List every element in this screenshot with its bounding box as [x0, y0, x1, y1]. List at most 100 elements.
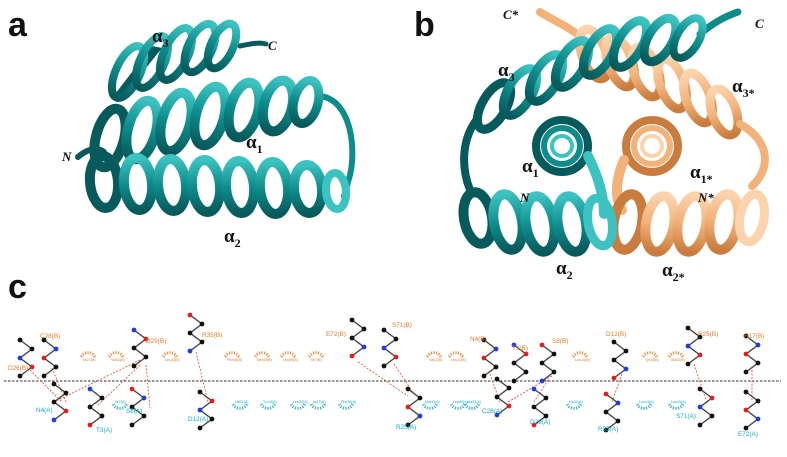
residue-top: R25(B): [685, 325, 718, 367]
hydrophobic-label: Leu33(B): [165, 358, 180, 362]
residue-label: T3(B): [512, 345, 528, 352]
label-a-alpha1: α1: [246, 132, 263, 156]
hydrophobic-label: Ile7(A): [115, 400, 126, 404]
residue-bottom: N4(A): [36, 381, 69, 423]
hydrophobic-contact: Ile27(B): [79, 351, 97, 362]
label-b-alpha3: α3: [498, 60, 515, 84]
panel-letter-a: a: [8, 6, 28, 44]
hydrophobic-contact: Phe36(A): [337, 400, 356, 410]
residue-label: R25(B): [698, 331, 718, 338]
hydrophobic-label: Met40(A): [425, 400, 440, 404]
hydrogen-bond: [693, 363, 707, 401]
residue-bottom: R35(A): [598, 391, 621, 433]
hydrophobic-contact: Met40(A): [421, 400, 440, 410]
residue-bottom: S8(A): [126, 386, 147, 428]
hydrogen-bond: [507, 375, 553, 403]
residue-top: C28(B): [40, 333, 60, 379]
terminus-a-n: N: [61, 149, 72, 164]
residue-top: E72(B): [326, 317, 367, 359]
loop-a-c: [237, 40, 269, 49]
hydrophobic-label: Phe36(A): [341, 400, 356, 404]
residue-label: S71(B): [392, 322, 412, 329]
residue-label: T3(A): [96, 427, 112, 434]
residue-top: D12(B): [606, 331, 629, 381]
hydrophobic-label: Val11(B): [429, 358, 442, 362]
residue-bottom: D12(A): [188, 389, 215, 431]
residues-top-chain: D26(B) C28(B) D29(B) R35(B) E72(B) S71(B) N4(B…: [8, 312, 764, 384]
hydrophobic-contact: Val32(A): [565, 400, 583, 410]
hydrophobic-label: Leu33(A): [293, 400, 308, 404]
residue-label: D29(B): [146, 338, 166, 345]
hydrogen-bond: [97, 364, 141, 406]
residue-label: D26(B): [8, 365, 28, 372]
hydrogen-bond: [195, 351, 209, 403]
residue-label: N4(A): [36, 407, 53, 414]
residue-label: R25(A): [396, 424, 416, 431]
hydrophobic-contact: Val11(A): [231, 400, 248, 410]
hydrophobic-contact: Leu14(A): [635, 400, 654, 410]
hydrogen-bond: [53, 359, 141, 403]
hydrophobic-label: Val32(B): [111, 358, 125, 362]
hydrophobic-label: Leu15(A): [671, 400, 686, 404]
hydrophobic-contact: Leu15(B): [571, 351, 590, 362]
helix-a-alpha1: [89, 75, 324, 173]
hydrophobic-label: Val11(A): [235, 400, 248, 404]
panel-letter-b: b: [414, 6, 435, 44]
residue-top: T3(B): [511, 342, 529, 384]
hydrophobic-contact: Met40(B): [253, 351, 272, 362]
label-b-alpha3-star: α3*: [732, 76, 755, 100]
residue-top: D26(B): [8, 337, 35, 379]
hydrophobic-contact: Ile7(A): [111, 400, 129, 410]
hydrogen-bonds: [29, 351, 753, 409]
residue-top: S71(B): [381, 322, 412, 369]
hydrophobic-contact: Val11(B): [425, 351, 442, 362]
residue-bottom: S71(A): [676, 386, 715, 428]
hydrophobic-contact: Leu69(B): [279, 351, 298, 362]
hydrophobic-contacts-bottom: Ile7(A) Val11(A) Tyr18(A) Leu33(A) Ile27(A) P…: [111, 400, 686, 410]
hydrophobic-label: Phe36(B): [227, 358, 242, 362]
residue-label: N4(B): [470, 336, 487, 343]
hydrophobic-contact: Ala22(B): [667, 351, 685, 362]
hydrophobic-label: Tyr18(A): [263, 400, 277, 404]
hydrogen-bond: [357, 361, 409, 397]
hydrogen-bond: [611, 373, 623, 403]
hydrophobic-label: Val32(A): [569, 400, 583, 404]
residue-label: D29(A): [530, 419, 550, 426]
residue-label: R35(A): [598, 426, 618, 433]
residue-top: R35(B): [187, 312, 222, 354]
residue-top: D29(B): [131, 327, 166, 369]
hydrophobic-label: Met40(B): [257, 358, 272, 362]
residue-label: R35(B): [202, 332, 222, 339]
hydrophobic-label: Leu69(A): [453, 400, 468, 404]
hydrophobic-contact: Val32(B): [107, 351, 125, 362]
label-b-alpha2: α2: [556, 258, 573, 282]
hydrophobic-label: Leu15(B): [575, 358, 590, 362]
hydrophobic-contact: Leu15(A): [667, 400, 686, 410]
terminus-a-c: C: [268, 38, 277, 53]
hydrogen-bond: [145, 364, 151, 409]
hydrogen-bond: [29, 369, 63, 403]
label-a-alpha2: α2: [224, 226, 241, 250]
residue-label: C28(A): [482, 408, 502, 415]
hydrophobic-label: Ile27(B): [83, 358, 96, 362]
hydrophobic-label: Ile27(A): [313, 400, 326, 404]
residue-label: E72(A): [738, 431, 758, 438]
hydrophobic-label: Ile7(B): [311, 358, 322, 362]
hydrophobic-label: Ala22(B): [671, 358, 685, 362]
residue-top: N4(B): [470, 336, 499, 379]
residue-label: S71(A): [676, 413, 696, 420]
hydrophobic-contact: Tyr18(B): [641, 351, 659, 362]
chain-b-teal: [458, 8, 742, 257]
residue-label: D12(A): [188, 416, 208, 423]
hydrophobic-label: Tyr18(B): [645, 358, 659, 362]
hydrophobic-contact: Leu33(B): [161, 351, 180, 362]
panel-c: c Ile27(B)Val32(B)Leu33(B)Phe36(B)Met40(…: [4, 268, 781, 438]
hydrophobic-contact: Ile27(A): [309, 400, 327, 410]
residue-bottom: C28(A): [482, 376, 512, 418]
hydrophobic-contact: Ala22(A): [463, 400, 481, 410]
panel-b: b: [414, 6, 770, 284]
residue-top: S8(B): [539, 338, 568, 384]
residue-bottom: E72(A): [738, 389, 761, 438]
helix-a-alpha2: [84, 151, 351, 219]
